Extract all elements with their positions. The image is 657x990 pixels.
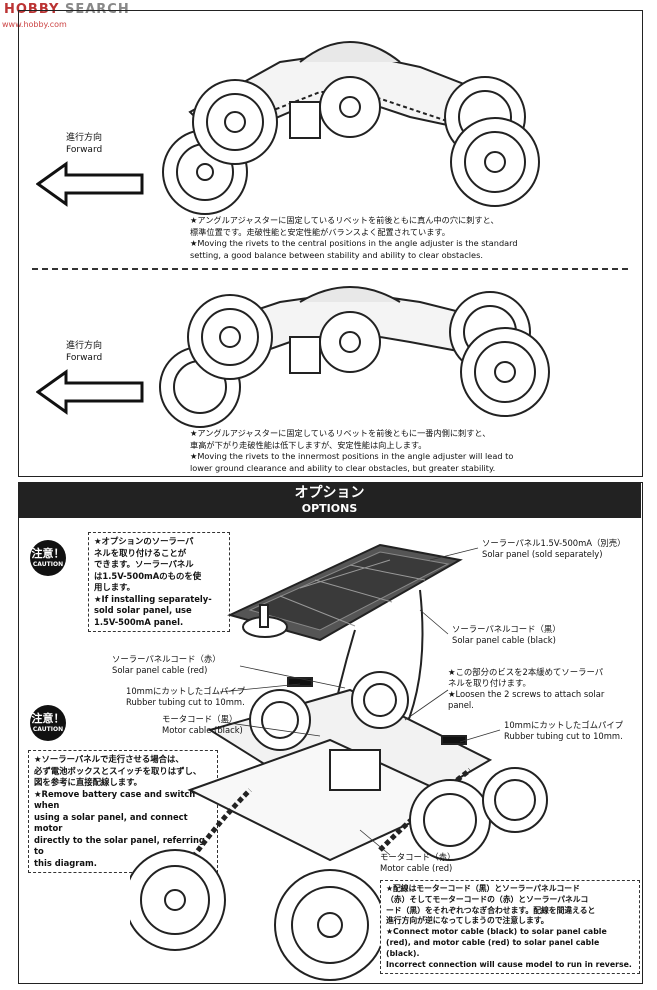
- wiring-note: ★配線はモーターコード（黒）とソーラーパネルコード （赤）そしてモーターコードの…: [380, 880, 640, 975]
- options-header: オプション OPTIONS: [18, 482, 641, 518]
- solar-rover-illustration: [130, 543, 548, 981]
- caution-note-wiring: ★ソーラーパネルで走行させる場合は、 必ず電池ボックスとスイッチを取りはずし、 …: [28, 750, 218, 873]
- label-solar-panel: ソーラーパネル1.5V-500mA（別売） Solar panel (sold …: [482, 538, 626, 559]
- forward-arrow-icon: [36, 369, 144, 415]
- direction-label-jp-1: 進行方向: [66, 133, 103, 143]
- watermark-logo: HOBBY SEARCH: [4, 2, 130, 17]
- direction-label-jp-2: 進行方向: [66, 341, 103, 351]
- caution-badge: 注意！ CAUTION: [30, 705, 66, 741]
- note-low: ★アングルアジャスターに固定しているリベットを前後ともに一番内側に刺すと、 車高…: [190, 428, 514, 473]
- watermark-url: www.hobby.com: [2, 20, 67, 29]
- note-standard: ★アングルアジャスターに固定しているリベットを前後ともに真ん中の穴に刺すと、 標…: [190, 215, 518, 260]
- label-motor-cable-red: モータコード（赤） Motor cable (red): [380, 852, 456, 873]
- label-motor-cable-black: モータコード（黒） Motor cable (black): [162, 714, 243, 735]
- direction-label-en-2: Forward: [66, 353, 103, 363]
- rover-illustration-standard: [162, 41, 540, 215]
- label-solar-cable-black: ソーラーパネルコード（黒） Solar panel cable (black): [452, 624, 561, 645]
- forward-arrow-icon: [36, 161, 144, 207]
- rover-illustration-low: [159, 286, 550, 428]
- label-loosen-screws: ★この部分のビスを2本緩めてソーラーパ ネルを取り付けます。 ★Loosen t…: [448, 667, 605, 710]
- caution-badge: 注意！ CAUTION: [30, 540, 66, 576]
- label-tubing-left: 10mmにカットしたゴムパイプ Rubber tubing cut to 10m…: [126, 686, 246, 707]
- section-divider: [32, 268, 628, 270]
- top-section-frame: [18, 10, 643, 477]
- label-solar-cable-red: ソーラーパネルコード（赤） Solar panel cable (red): [112, 654, 221, 675]
- caution-note-solar-panel: ★オプションのソーラーパ ネルを取り付けることが できます。ソーラーパネル は1…: [88, 532, 230, 632]
- direction-label-en-1: Forward: [66, 145, 103, 155]
- label-tubing-right: 10mmにカットしたゴムパイプ Rubber tubing cut to 10m…: [504, 720, 624, 741]
